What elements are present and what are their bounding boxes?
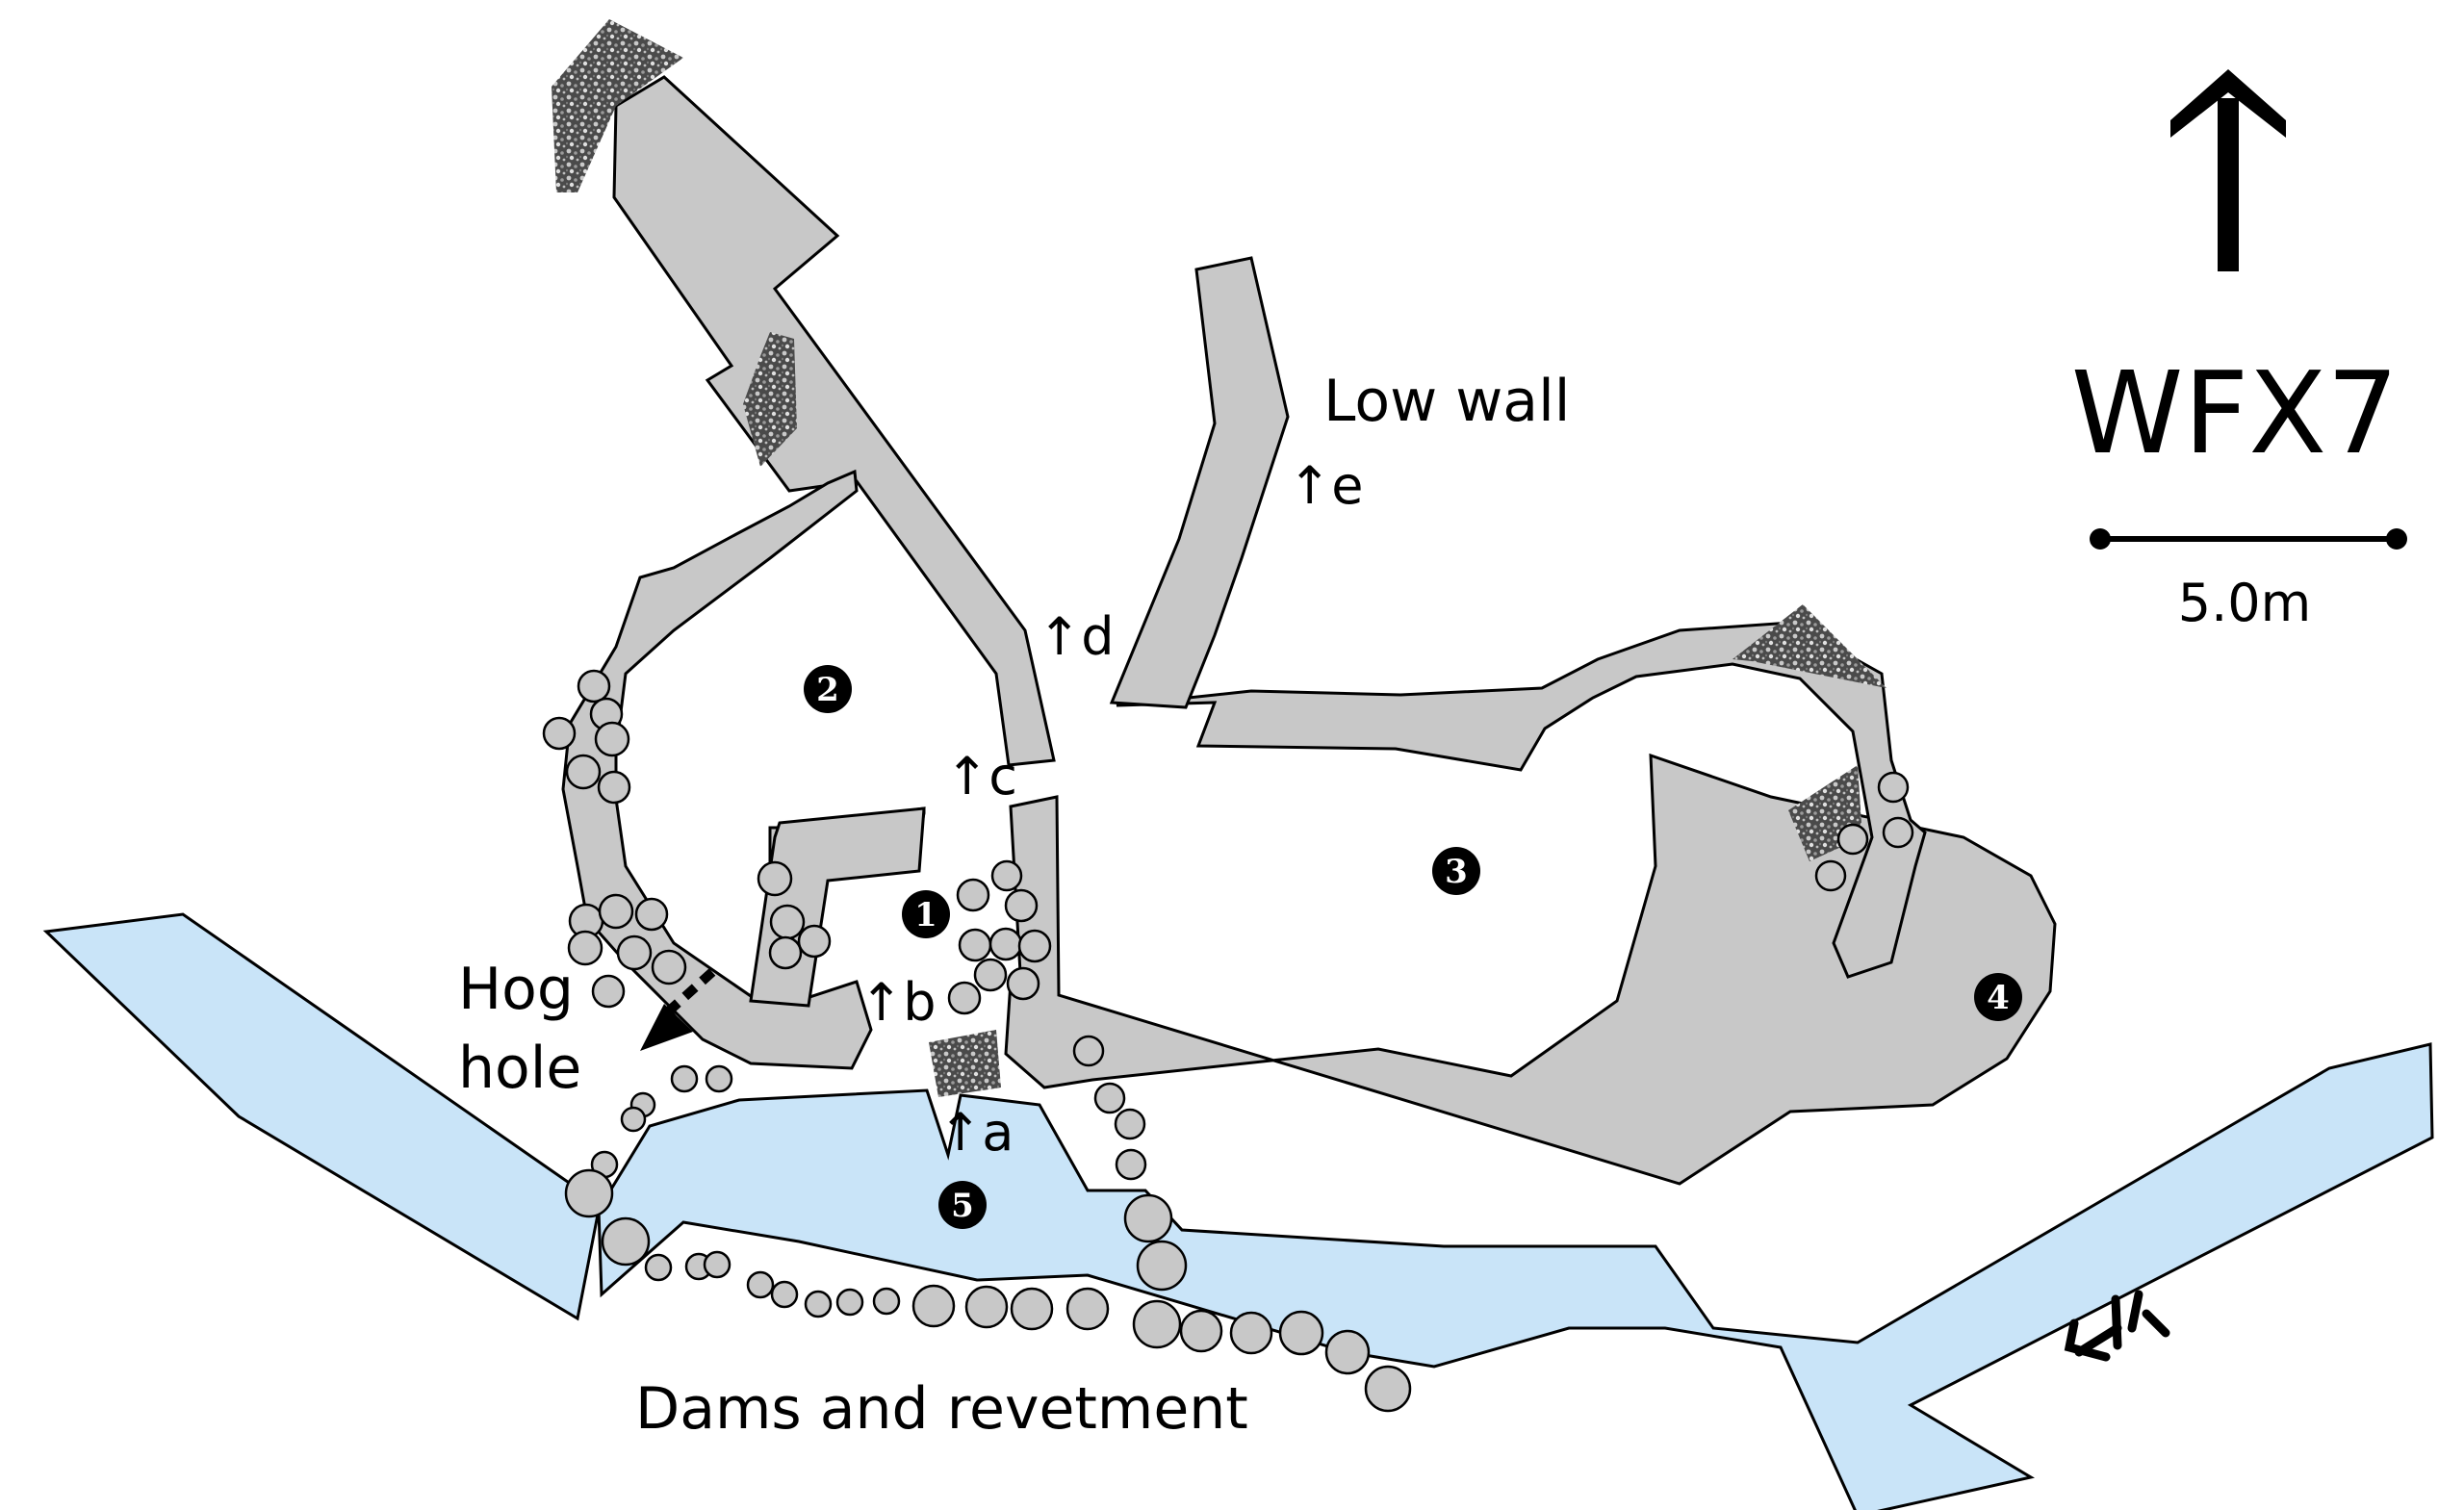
- stone: [1017, 929, 1052, 963]
- stone: [804, 1290, 833, 1318]
- stone: [1006, 966, 1040, 1001]
- svg-text:3: 3: [1445, 853, 1468, 891]
- stone: [1115, 1148, 1147, 1181]
- stone: [598, 893, 634, 930]
- svg-text:4: 4: [1987, 979, 2010, 1017]
- hog-hole-arrow-icon: [640, 968, 716, 1051]
- flow-direction-icon: [2064, 1290, 2170, 1362]
- rubble-north-tip: [552, 19, 683, 192]
- stone: [1004, 888, 1039, 923]
- svg-text:1: 1: [914, 896, 937, 934]
- stone: [958, 928, 992, 962]
- stone: [973, 958, 1008, 992]
- rubble-room3-corner: [1732, 604, 1886, 688]
- stone: [1877, 771, 1910, 804]
- stone: [601, 1216, 651, 1267]
- stone: [964, 1285, 1009, 1329]
- stone: [1364, 1365, 1412, 1413]
- stone: [956, 878, 990, 912]
- stone: [947, 981, 982, 1015]
- rubble-areas: [552, 19, 1886, 1097]
- stone: [1229, 1311, 1273, 1355]
- stone: [1814, 859, 1847, 892]
- dams-label: Dams and revetment: [635, 1375, 1248, 1443]
- stone: [670, 1064, 699, 1093]
- stones: [542, 669, 1914, 1413]
- stone: [564, 1168, 614, 1218]
- stone: [1132, 1299, 1182, 1349]
- stone: [565, 754, 602, 790]
- stone: [1278, 1310, 1324, 1356]
- walls: [561, 75, 2057, 1186]
- stone: [768, 935, 803, 970]
- watercourse: [42, 912, 2434, 1510]
- viewpoint-a: ↑a: [938, 1102, 1014, 1163]
- rubble-entrance: [929, 1030, 1001, 1097]
- hog-hole-label-line2: hole: [458, 1035, 581, 1102]
- stone: [797, 924, 832, 959]
- viewpoint-d: ↑d: [1038, 606, 1115, 667]
- wall-room3-north: [1116, 621, 1927, 979]
- stone: [911, 1284, 956, 1328]
- stone: [1136, 1240, 1188, 1292]
- stone: [577, 669, 611, 704]
- stone: [990, 859, 1023, 892]
- room-number-2: 2: [804, 665, 852, 713]
- viewpoint-e: ↑e: [1288, 455, 1363, 516]
- stone: [644, 1253, 673, 1282]
- wall-north-spur: [612, 75, 1056, 767]
- rubble-north-wall: [743, 332, 797, 467]
- stone: [542, 716, 577, 751]
- stone: [616, 934, 653, 971]
- viewpoint-b: ↑b: [860, 972, 937, 1033]
- stone: [988, 927, 1023, 961]
- stone: [591, 974, 626, 1009]
- stone: [594, 721, 630, 757]
- stone: [597, 770, 631, 805]
- stone: [835, 1288, 864, 1317]
- stone: [567, 930, 603, 966]
- stone: [1123, 1193, 1173, 1243]
- stone: [1836, 823, 1869, 856]
- stone: [705, 1064, 733, 1093]
- stone: [769, 904, 806, 940]
- wall-low: [1109, 256, 1290, 709]
- stone: [1114, 1108, 1146, 1140]
- room-number-5: 5: [938, 1181, 987, 1229]
- svg-text:5: 5: [951, 1187, 974, 1225]
- stone: [1179, 1309, 1223, 1353]
- north-arrow-icon: [2170, 69, 2286, 271]
- room-number-1: 1: [902, 890, 950, 938]
- stone: [872, 1287, 901, 1316]
- low-wall-label: Low wall: [1323, 368, 1570, 435]
- stone: [746, 1270, 775, 1299]
- site-title: WFX7: [2071, 346, 2399, 479]
- viewpoint-c: ↑c: [945, 746, 1017, 806]
- room-number-4: 4: [1974, 973, 2022, 1021]
- stone: [703, 1250, 732, 1279]
- stone: [634, 897, 669, 932]
- stone: [1882, 816, 1914, 849]
- scale-bar: [2090, 528, 2407, 550]
- stone: [757, 860, 793, 897]
- svg-text:2: 2: [816, 671, 839, 709]
- stone: [620, 1106, 647, 1133]
- stone: [1093, 1082, 1126, 1114]
- water-main-channel: [597, 1042, 2434, 1510]
- stone: [1324, 1329, 1371, 1375]
- stone: [1072, 1035, 1105, 1067]
- room-number-3: 3: [1432, 847, 1480, 895]
- stone: [1065, 1287, 1110, 1331]
- hog-hole-label-line1: Hog: [458, 956, 574, 1023]
- stone: [651, 949, 687, 985]
- stone: [770, 1280, 799, 1309]
- stone: [1010, 1287, 1054, 1331]
- scale-bar-label: 5.0m: [2178, 573, 2311, 633]
- wall-room3-south: [1004, 753, 2057, 1186]
